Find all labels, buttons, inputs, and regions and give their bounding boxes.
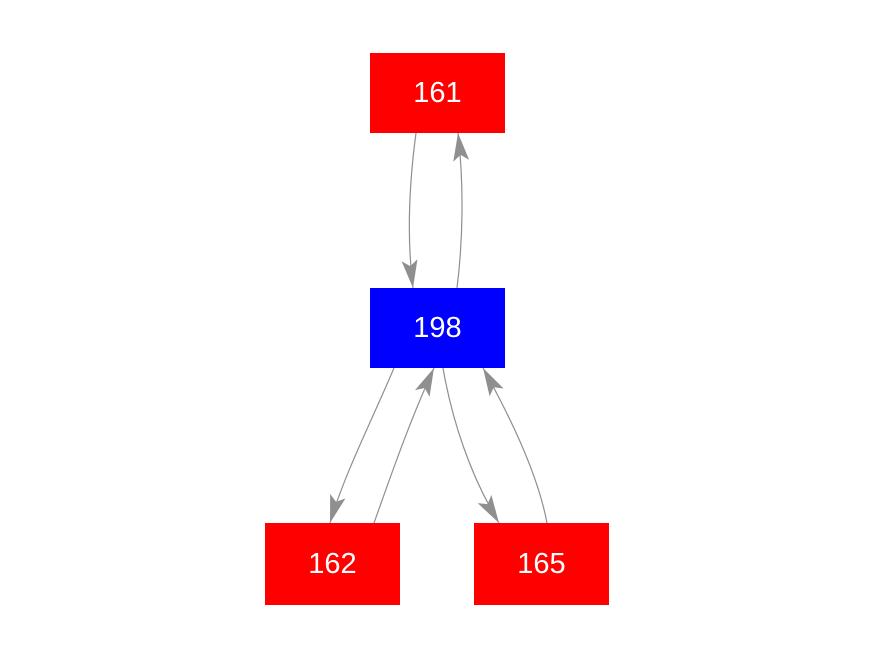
edge-198-to-165 [442,367,500,524]
node-162: 162 [265,523,400,605]
node-198-label: 198 [413,311,462,344]
node-161: 161 [370,53,505,133]
node-165-label: 165 [517,547,566,580]
edge-162-to-198 [373,367,435,524]
node-165: 165 [474,523,609,605]
node-198: 198 [370,288,505,368]
edge-161-to-198 [401,132,418,289]
node-161-label: 161 [413,76,462,109]
edge-198-to-162 [329,367,395,524]
node-162-label: 162 [308,547,357,580]
edge-198-to-161 [453,132,470,289]
edge-165-to-198 [482,367,548,524]
